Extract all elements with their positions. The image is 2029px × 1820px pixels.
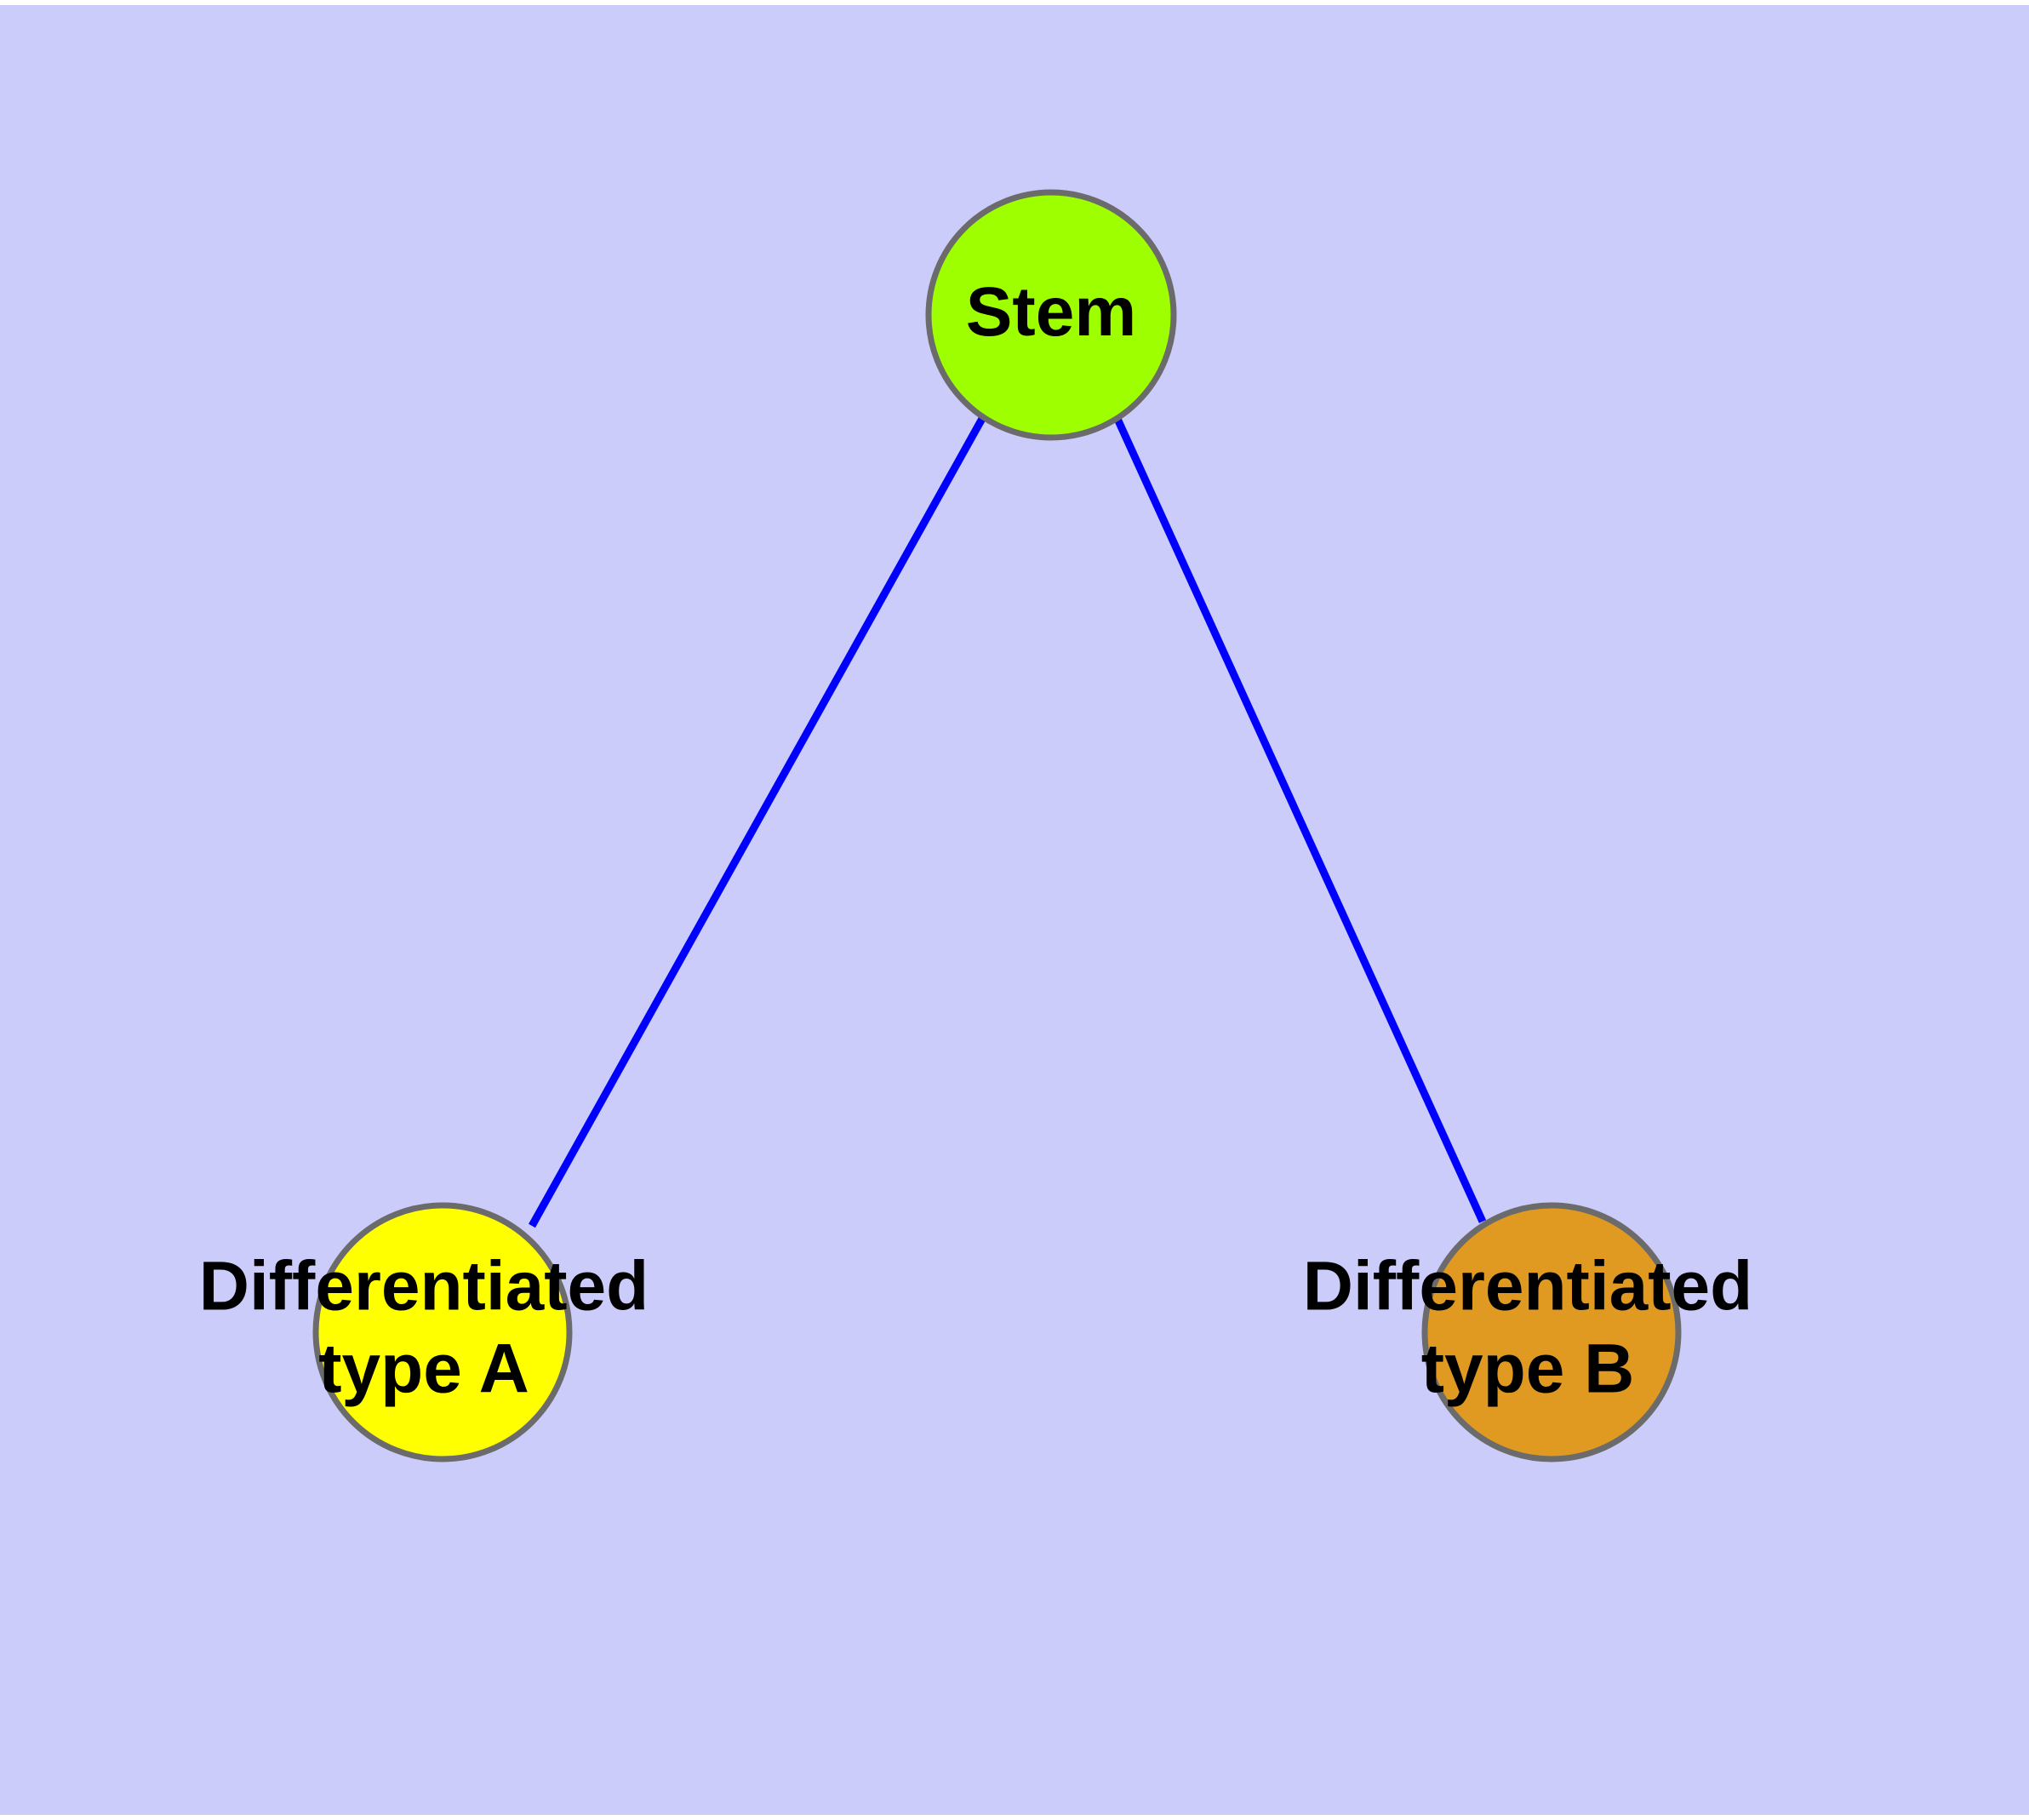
edge-layer bbox=[529, 415, 1487, 1228]
edge-stem-to-differentiated-type-a[interactable] bbox=[529, 415, 986, 1228]
node-layer bbox=[312, 189, 1682, 1462]
node-differentiated-type-a[interactable] bbox=[312, 1202, 573, 1462]
node-differentiated-type-b[interactable] bbox=[1421, 1202, 1682, 1462]
node-label-stem: Stem bbox=[966, 273, 1137, 351]
node-stem[interactable] bbox=[925, 189, 1177, 441]
edge-stem-to-differentiated-type-b[interactable] bbox=[1113, 417, 1487, 1223]
